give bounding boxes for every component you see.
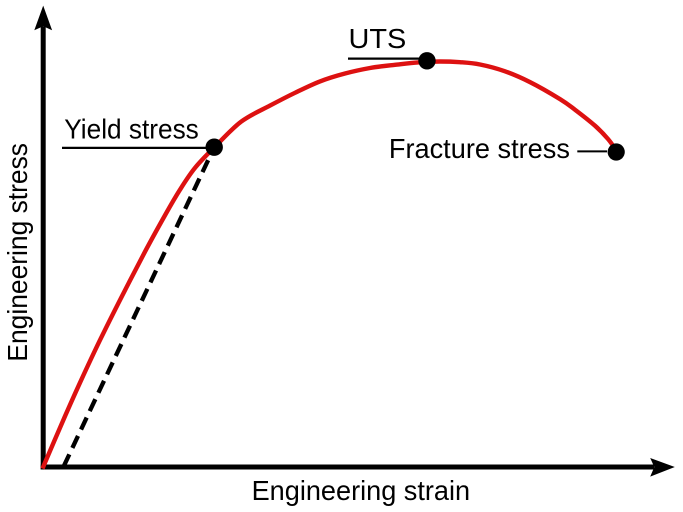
svg-text:Fracture stress: Fracture stress — [389, 133, 570, 164]
svg-text:Yield stress: Yield stress — [64, 114, 199, 145]
svg-text:UTS: UTS — [349, 23, 407, 54]
svg-text:Engineering strain: Engineering strain — [252, 475, 471, 506]
svg-text:Engineering stress: Engineering stress — [2, 143, 33, 362]
